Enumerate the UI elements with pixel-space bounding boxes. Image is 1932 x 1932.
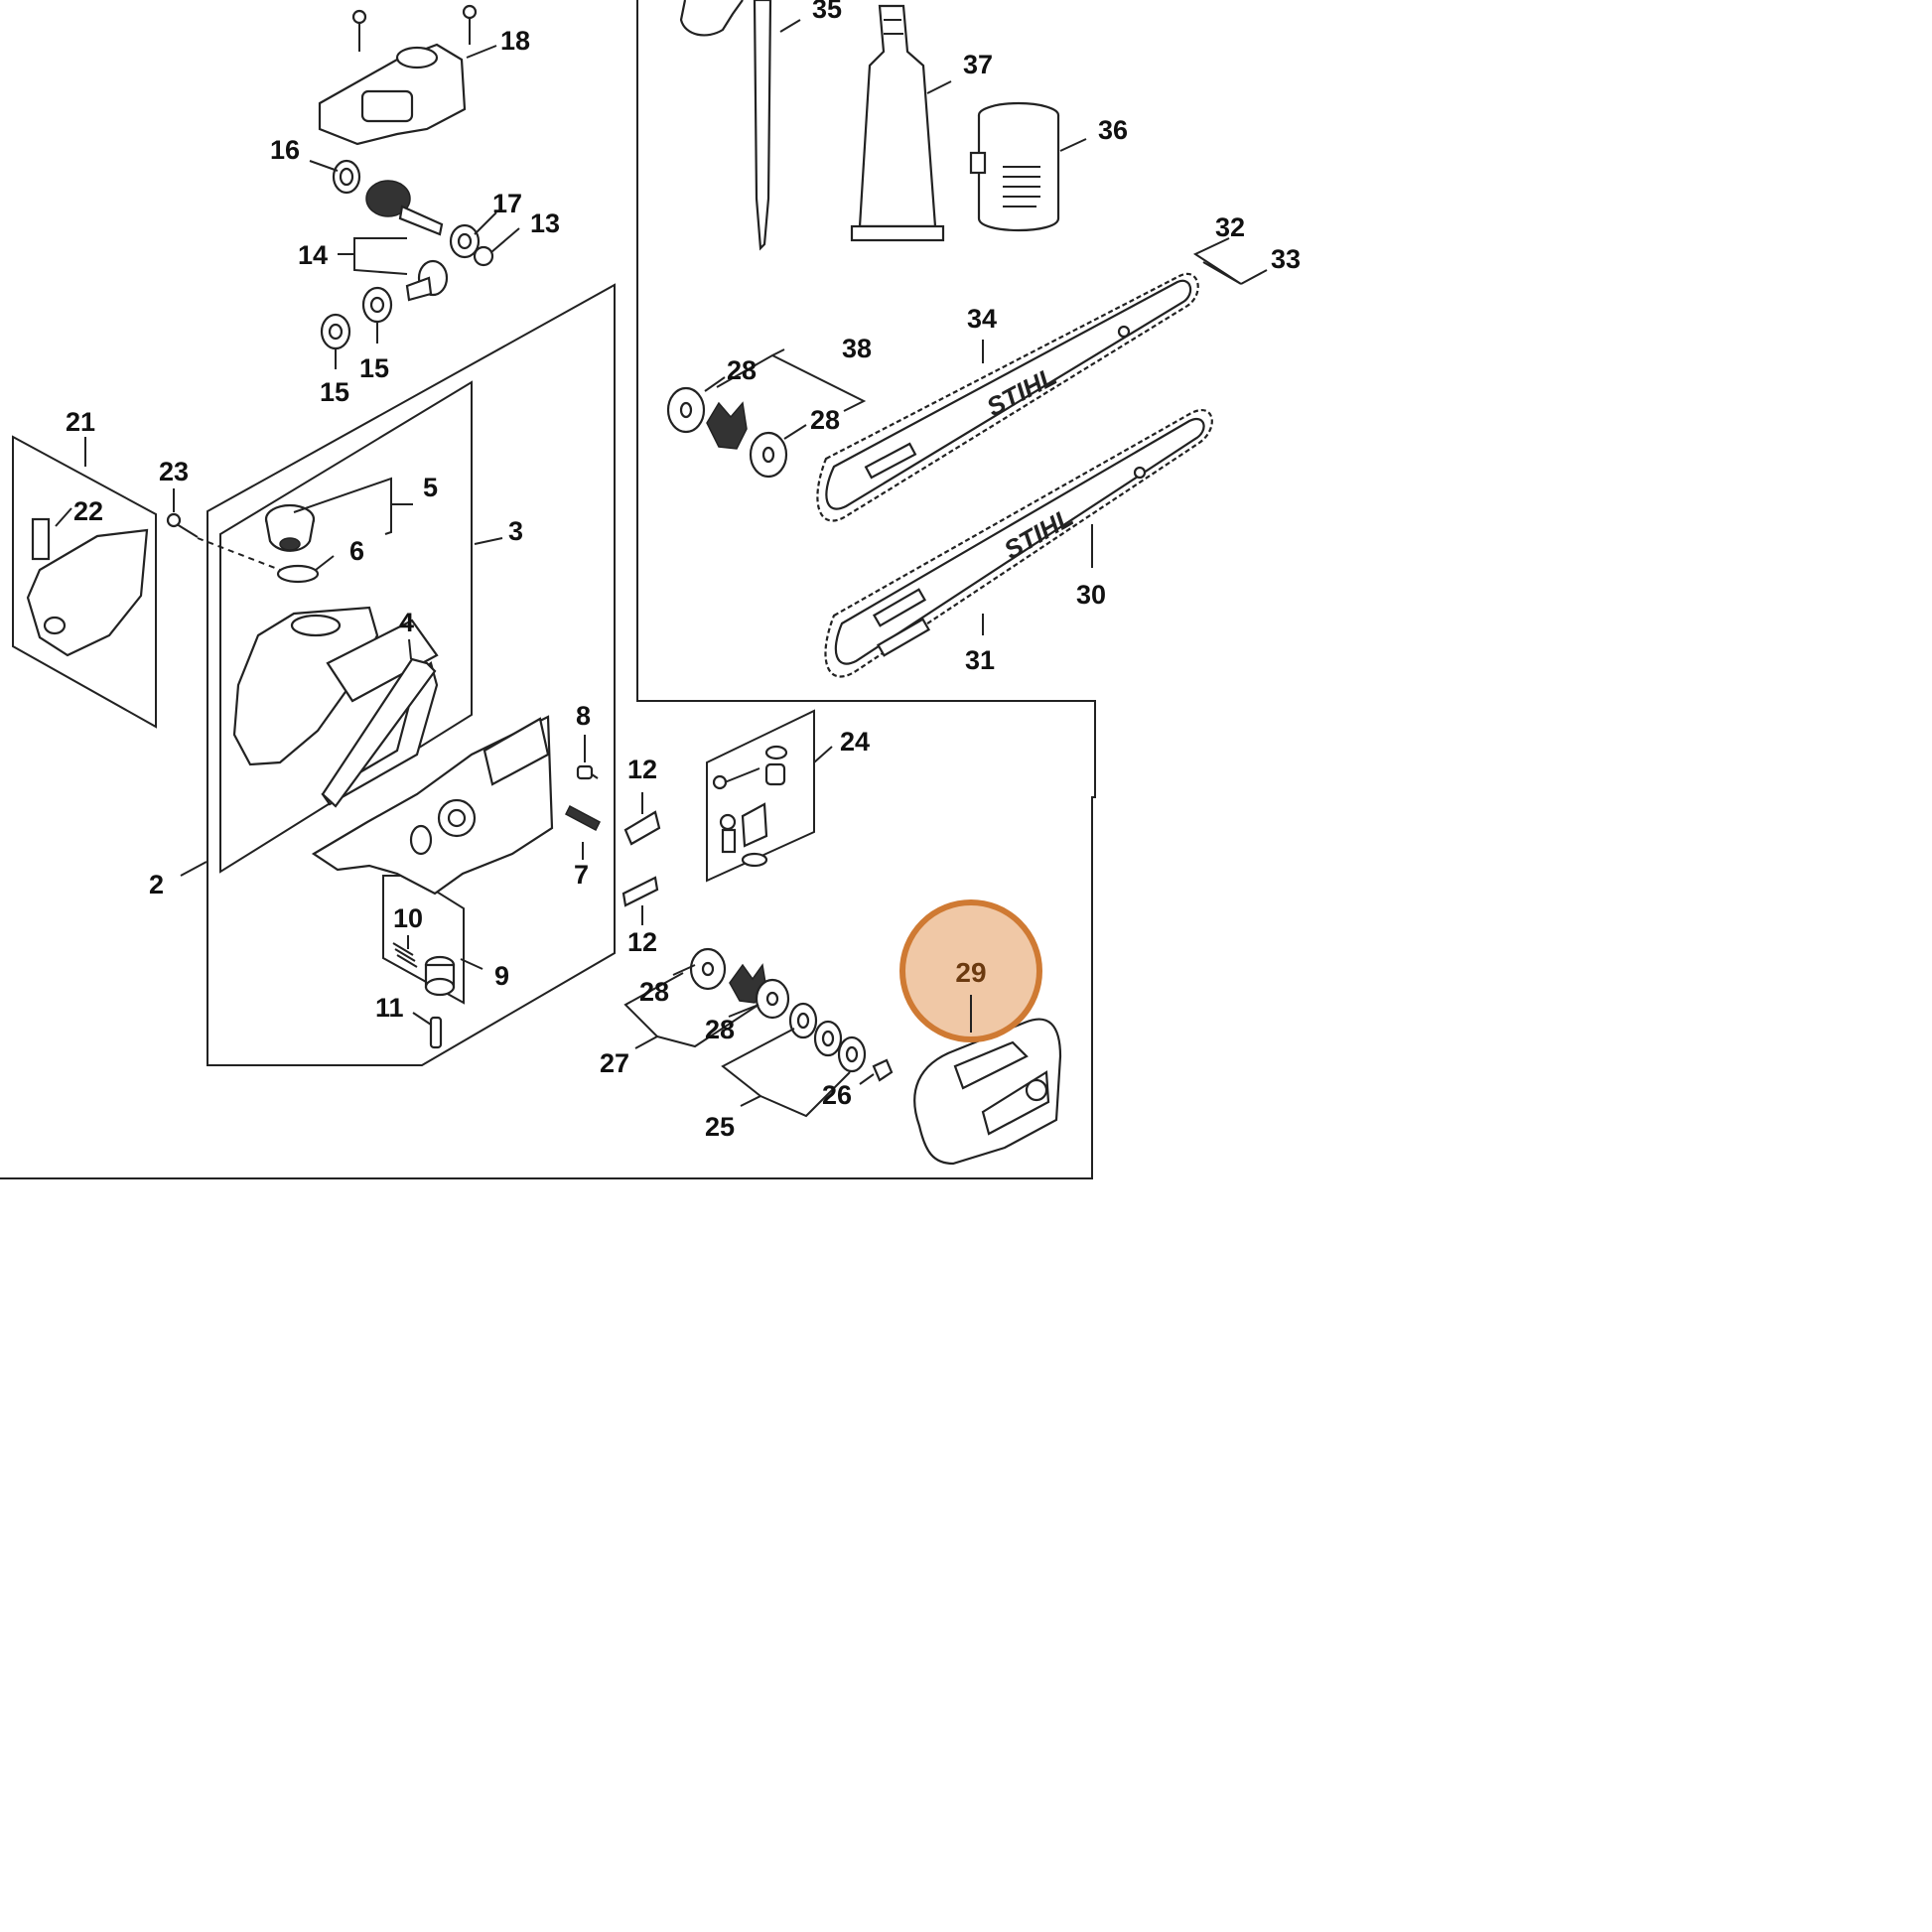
callout-23: 23: [159, 457, 189, 486]
callout-14: 14: [298, 240, 328, 270]
callout-30: 30: [1076, 580, 1106, 610]
tool-part-35: [679, 0, 772, 251]
callout-8: 8: [576, 701, 591, 731]
guard-part-22: [26, 517, 149, 657]
callout-22: 22: [73, 496, 103, 526]
callout-28-d: 28: [705, 1015, 735, 1044]
nut-part-26: [872, 1058, 894, 1082]
callout-24: 24: [840, 727, 870, 757]
callout-38: 38: [842, 334, 872, 363]
callout-32: 32: [1215, 212, 1245, 242]
callout-5: 5: [423, 473, 438, 502]
callout-28-c: 28: [639, 977, 669, 1007]
o-ring-part-6: [276, 564, 320, 584]
callout-31: 31: [965, 645, 995, 675]
callout-34: 34: [967, 304, 997, 334]
pad-part-12: [621, 810, 661, 907]
highlight-circle[interactable]: [899, 899, 1042, 1042]
bearing-part-16: [332, 159, 361, 195]
screw-part-23: [166, 512, 199, 538]
callout-7: 7: [574, 860, 589, 890]
chain-cover-part-29: [913, 1018, 1062, 1166]
bearing-part-15: [320, 286, 393, 350]
nut-part-9: [424, 955, 456, 997]
spring-part-10: [392, 942, 418, 968]
callout-11: 11: [375, 993, 404, 1023]
screw-set-part-24: [712, 745, 788, 868]
bolt-part-7: [565, 804, 601, 832]
callout-9: 9: [494, 961, 509, 991]
leader-lines: [55, 19, 1268, 1118]
callout-26: 26: [822, 1080, 852, 1110]
oil-can-part-36: [969, 101, 1060, 232]
callout-28-a: 28: [727, 355, 757, 385]
small-part-8: [576, 764, 599, 780]
callout-21: 21: [66, 407, 95, 437]
screw-part: [351, 4, 478, 52]
callout-3: 3: [508, 516, 523, 546]
callout-15-a: 15: [320, 377, 349, 407]
oil-cap-part-5: [264, 503, 316, 552]
callout-labels: 18 16 17 13 14 15 15 21 22 23 5 6 4 3 2 …: [66, 0, 1301, 1142]
bracket-part-18: [318, 43, 467, 146]
gear-part-14: [405, 259, 449, 302]
highlight-marker[interactable]: 29: [899, 899, 1042, 1042]
callout-27: 27: [600, 1048, 629, 1078]
callout-2: 2: [149, 870, 164, 899]
callout-36: 36: [1098, 115, 1128, 145]
pin-part-11: [429, 1016, 443, 1049]
housing-part-2: [311, 715, 554, 896]
gasket-part-3: [321, 657, 437, 808]
callout-18: 18: [500, 26, 530, 56]
sprocket-group-part-27: [689, 947, 790, 1020]
callout-37: 37: [963, 50, 993, 79]
gear-shaft-part-17: [365, 180, 494, 267]
callout-28-b: 28: [810, 405, 840, 435]
callout-6: 6: [349, 536, 364, 566]
callout-29: 29: [955, 957, 986, 988]
callout-25: 25: [705, 1112, 735, 1142]
washer-part-25: [788, 1002, 867, 1073]
callout-16: 16: [270, 135, 300, 165]
callout-12-a: 12: [627, 755, 657, 784]
callout-15-b: 15: [359, 353, 389, 383]
guide-bar-part-34: STIHL: [816, 272, 1199, 522]
callout-10: 10: [393, 903, 423, 933]
callout-35: 35: [812, 0, 842, 24]
callout-12-b: 12: [627, 927, 657, 957]
frames: [0, 0, 1096, 1179]
guide-bar-part-30: STIHL: [824, 409, 1213, 678]
grease-tube-part-37: [850, 4, 945, 242]
callout-13: 13: [530, 208, 560, 238]
callout-33: 33: [1271, 244, 1301, 274]
sprocket-set-part-38: [666, 386, 788, 479]
callout-4: 4: [399, 608, 414, 637]
callout-17: 17: [492, 189, 522, 218]
